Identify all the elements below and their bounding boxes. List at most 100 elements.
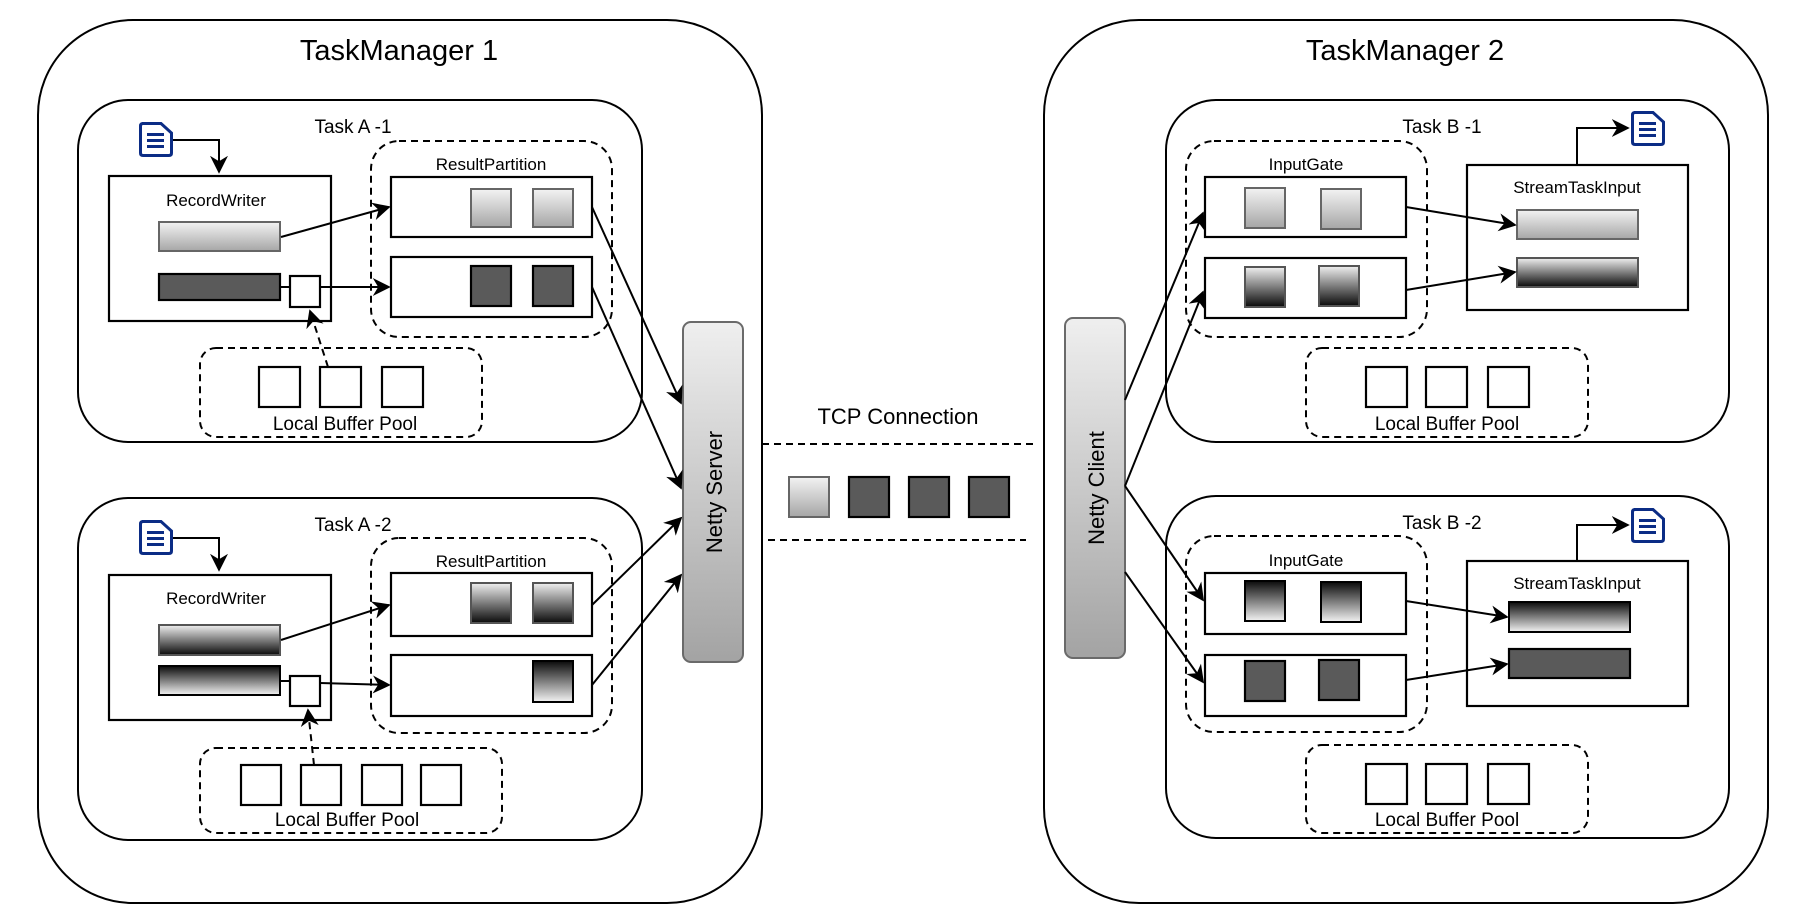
in-flight-buffer: [967, 475, 1011, 519]
input-channel: [1203, 653, 1408, 718]
result-partition-label: ResultPartition: [436, 552, 547, 571]
local-buffer-pool-label: Local Buffer Pool: [273, 414, 417, 435]
taskmanager-1: TaskManager 1 Task A -1 RecordWriter Res…: [37, 19, 763, 904]
buffer: [1244, 266, 1286, 308]
local-buffer-pool-label: Local Buffer Pool: [275, 810, 419, 831]
channel-to-input-arrow: [1405, 657, 1509, 681]
input-to-sink-arrow: [1576, 119, 1630, 165]
buffer: [532, 660, 574, 703]
record-writer-label: RecordWriter: [166, 191, 266, 210]
free-buffer: [299, 763, 343, 807]
buffer: [470, 188, 512, 228]
free-buffer: [1424, 365, 1469, 409]
free-buffer: [1364, 762, 1409, 806]
buffer: [1320, 581, 1362, 623]
task-b-2-frame: [1165, 495, 1730, 839]
serializer-buffer: [158, 665, 281, 696]
tcp-connection: TCP Connection: [762, 404, 1036, 541]
subpartition-to-netty-arrow: [591, 206, 683, 405]
channel-to-input-arrow: [1405, 206, 1517, 232]
stream-task-input-label: StreamTaskInput: [1513, 178, 1641, 197]
local-buffer-pool: [199, 747, 503, 834]
channel-to-input-arrow: [1405, 600, 1509, 624]
buffer: [532, 582, 574, 624]
result-partition: [370, 140, 613, 338]
task-a-2: Task A -2 RecordWriter ResultPartition: [77, 497, 643, 841]
source-to-recordwriter-arrow: [173, 139, 228, 174]
source-to-recordwriter-arrow: [173, 537, 228, 572]
requested-buffer: [288, 274, 322, 309]
netty-client: [1064, 317, 1126, 659]
in-flight-buffer: [788, 476, 830, 518]
task-b-1: Task B -1 InputGate StreamTaskInput Loca…: [1165, 99, 1730, 443]
taskmanager-2-frame: [1043, 19, 1769, 904]
taskmanager-1-frame: [37, 19, 763, 904]
task-a-1-frame: [77, 99, 643, 443]
document-icon: [139, 520, 173, 555]
buffer: [1243, 659, 1287, 703]
document-icon: [1631, 111, 1665, 146]
in-flight-buffer: [907, 475, 951, 519]
taskmanager-2-title: TaskManager 2: [1306, 35, 1504, 67]
local-buffer-pool: [1305, 347, 1589, 438]
buffer: [1317, 658, 1361, 702]
input-gate: [1185, 140, 1428, 338]
input-gate: [1185, 535, 1428, 733]
subpartition-to-netty-arrow: [591, 516, 683, 606]
buffer: [1244, 580, 1286, 622]
in-flight-buffer: [847, 475, 891, 519]
record-writer-label: RecordWriter: [166, 589, 266, 608]
free-buffer: [1486, 762, 1531, 806]
serializer-to-subpartition-arrow: [280, 601, 391, 641]
task-b-1-title: Task B -1: [1402, 117, 1481, 138]
input-gate-label: InputGate: [1269, 551, 1344, 570]
stream-task-input: [1465, 559, 1690, 708]
task-a-2-title: Task A -2: [314, 515, 391, 536]
task-b-2-title: Task B -2: [1402, 513, 1481, 534]
free-buffer: [1486, 365, 1531, 409]
netty-to-channel-arrow: [1124, 485, 1205, 602]
buffer: [1244, 187, 1286, 229]
serializer-buffer: [158, 624, 281, 656]
document-icon: [1631, 508, 1665, 543]
local-buffer-pool: [1305, 744, 1589, 834]
buffer: [1320, 188, 1362, 230]
buffer: [531, 264, 575, 308]
taskmanager-1-title: TaskManager 1: [300, 35, 498, 67]
serializer-buffer: [157, 272, 282, 302]
buffer: [470, 582, 512, 624]
free-buffer: [318, 365, 363, 409]
result-partition: [370, 537, 613, 734]
buffer: [1318, 265, 1360, 307]
deserialized-record: [1516, 209, 1639, 240]
buffer: [532, 188, 574, 228]
task-a-1-title: Task A -1: [314, 117, 391, 138]
deserialized-record: [1516, 257, 1639, 288]
serializer-buffer: [158, 221, 281, 252]
task-a-2-frame: [77, 497, 643, 841]
task-b-2: Task B -2 InputGate StreamTaskInput Loca…: [1165, 495, 1730, 839]
netty-server: [682, 321, 744, 663]
free-buffer: [239, 763, 283, 807]
subpartition-to-netty-arrow: [591, 573, 683, 686]
netty-to-channel-arrow: [1124, 571, 1205, 684]
buffer: [469, 264, 513, 308]
stream-task-input-label: StreamTaskInput: [1513, 574, 1641, 593]
free-buffer: [380, 365, 425, 409]
netty-to-channel-arrow: [1124, 290, 1206, 487]
input-to-sink-arrow: [1576, 516, 1630, 561]
task-a-1: Task A -1 RecordWriter ResultPartition: [77, 99, 643, 443]
free-buffer: [1424, 762, 1469, 806]
local-buffer-pool-label: Local Buffer Pool: [1375, 810, 1519, 831]
tcp-connection-label: TCP Connection: [817, 404, 978, 429]
buffer-request-arrow: [300, 708, 319, 766]
input-gate-label: InputGate: [1269, 155, 1344, 174]
free-buffer: [257, 365, 302, 409]
input-channel: [1203, 571, 1408, 636]
free-buffer: [1364, 365, 1409, 409]
taskmanager-2: TaskManager 2 Netty Client Task B -1 Inp…: [1043, 19, 1769, 904]
subpartition-to-netty-arrow: [591, 286, 683, 490]
requested-buffer: [288, 674, 322, 708]
free-buffer: [419, 763, 463, 807]
